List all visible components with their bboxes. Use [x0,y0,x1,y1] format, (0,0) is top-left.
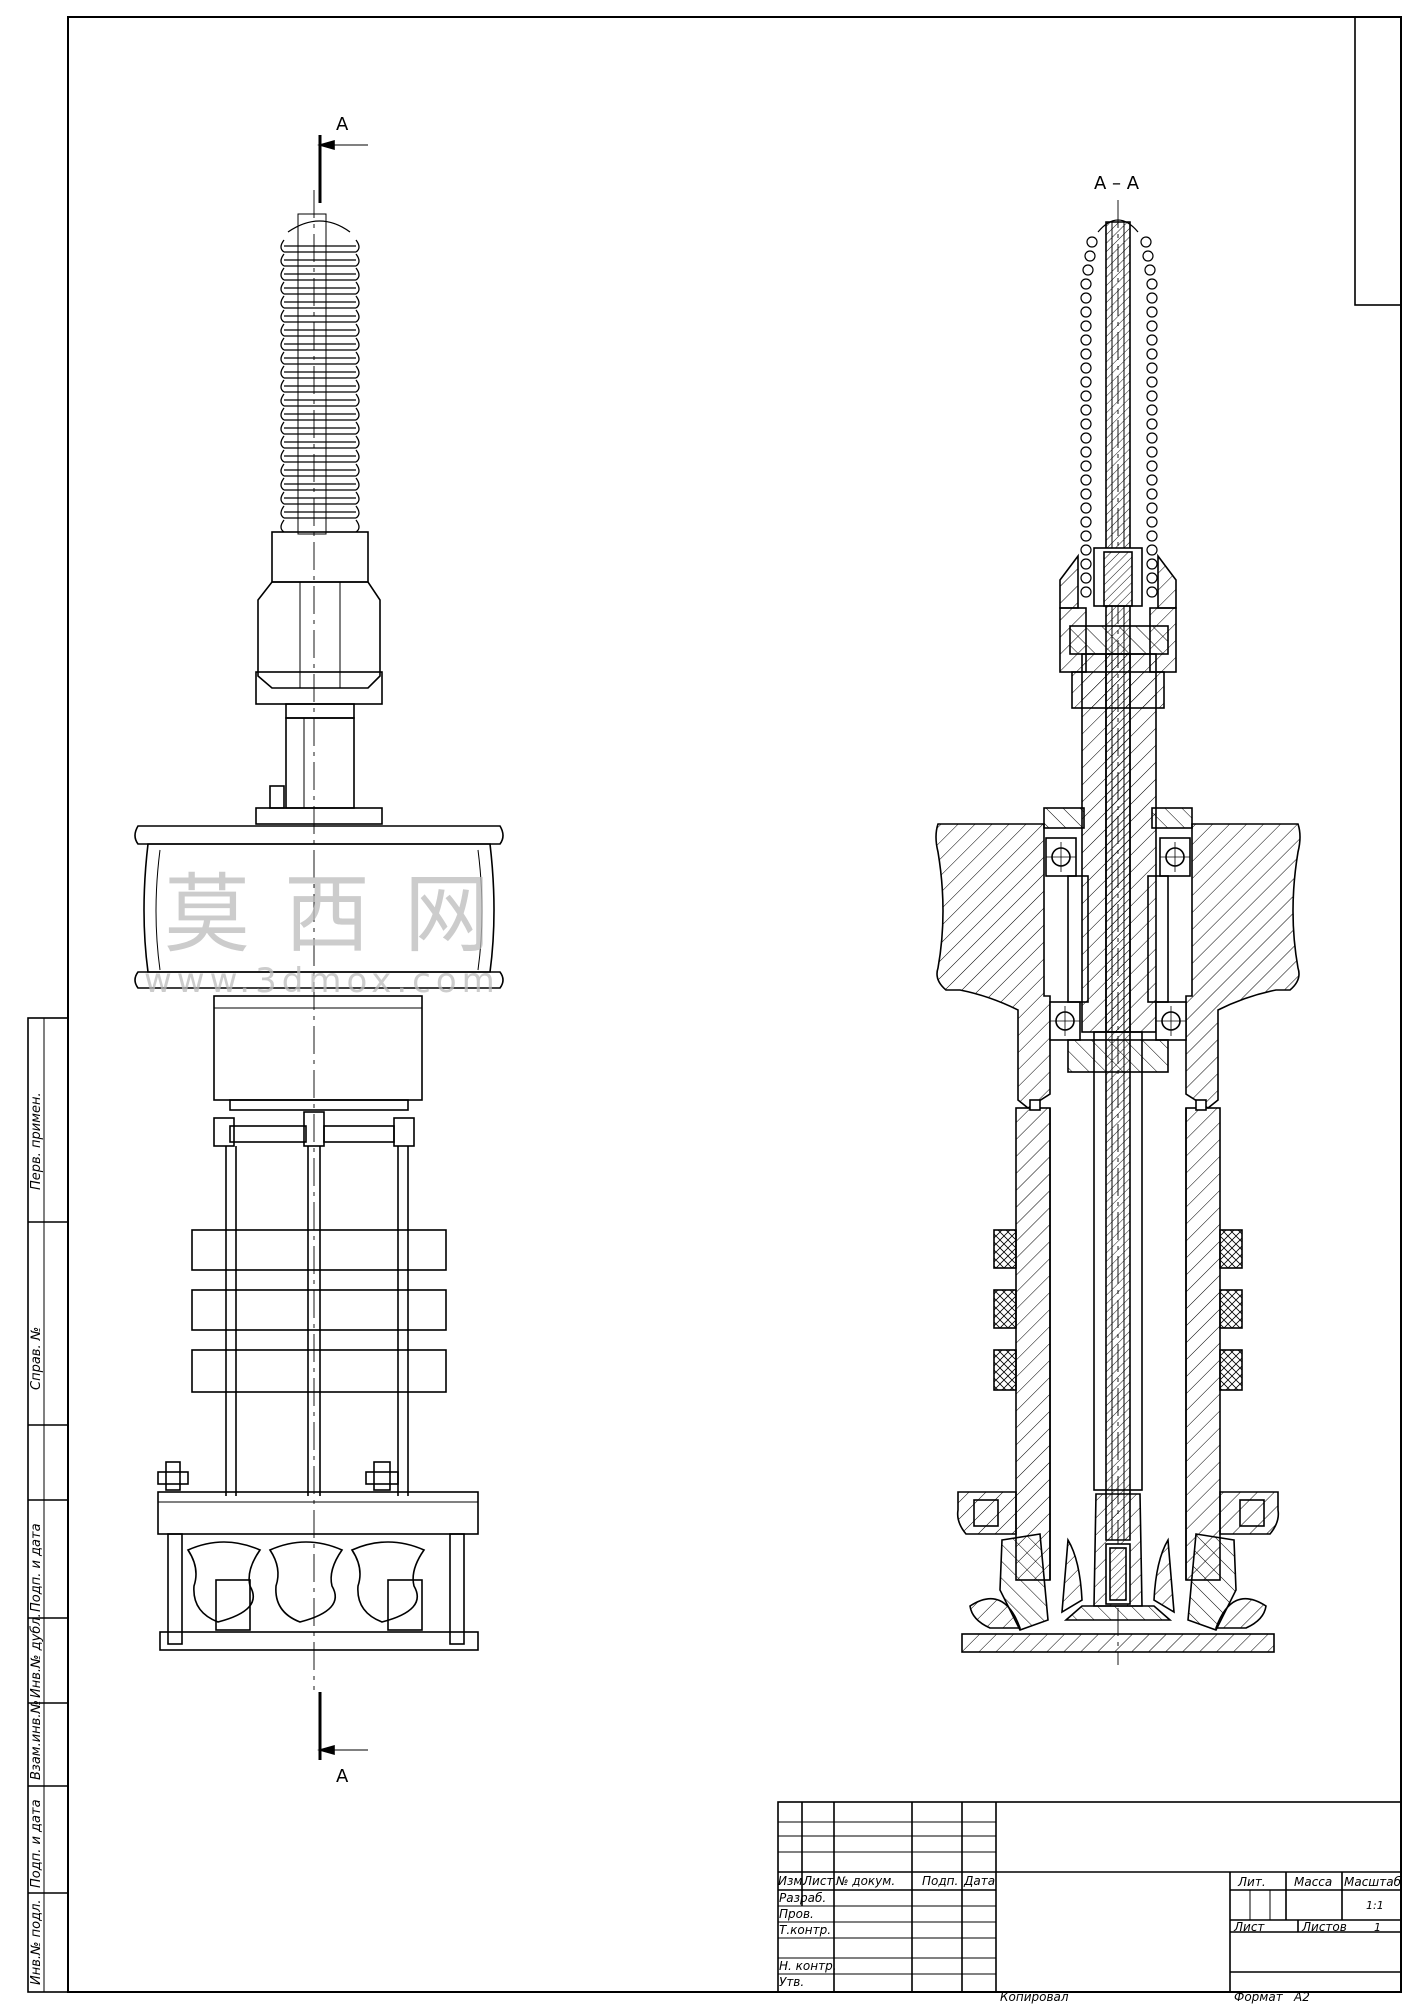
tb-row-razrab: Разраб. [779,1891,826,1905]
spring-coils-section [1080,219,1158,598]
bearing-lower-left [1049,1001,1081,1041]
tb-copied: Копировал [1000,1990,1069,2004]
side-stamp [27,1017,69,1993]
tb-col-data: Дата [963,1874,995,1888]
tb-col-podp: Подп. [922,1874,958,1888]
tb-col-no-dokum: № докум. [835,1874,895,1888]
section-mark-bottom: A [336,1766,349,1787]
tb-row-nkontr: Н. контр. [779,1959,837,1973]
bearing-upper-left [1045,837,1077,877]
stamp-sprav-no: Справ. № [29,1327,44,1390]
tb-row-prov: Пров. [779,1907,814,1921]
bearing-lower-right [1155,1001,1187,1041]
stamp-podp-data-2: Подп. и дата [29,1799,44,1888]
tb-sheets: Листов [1301,1920,1347,1934]
tb-format: Формат [1234,1990,1284,2004]
watermark-cjk: 莫西网 [164,865,524,965]
tb-row-tkontr: Т.контр. [779,1923,831,1937]
tb-sheets-value: 1 [1374,1921,1381,1934]
sheet-frame [67,16,1402,1993]
tb-mass: Масса [1294,1875,1332,1889]
stamp-podp-data-1: Подп. и дата [29,1523,44,1612]
section-title: A – A [1094,173,1140,194]
title-block [777,1801,1402,1993]
spring-coils-left [280,220,360,533]
bearing-upper-right [1159,837,1191,877]
tb-col-izm: Изм. [778,1874,806,1888]
tb-col-list: Лист [802,1874,834,1888]
section-mark-top: A [336,114,349,135]
tb-scale-value: 1:1 [1366,1899,1384,1912]
section-view [935,200,1301,1665]
tb-lit: Лит. [1237,1875,1266,1889]
tb-format-value: A2 [1293,1990,1310,2004]
front-view [134,135,504,1760]
watermark-url: www.3dmox.com [144,961,500,1001]
stamp-perv-primen: Перв. примен. [29,1092,44,1190]
stamp-vzam-inv: Взам.инв.№ [29,1700,44,1780]
tb-sheet: Лист [1233,1920,1265,1934]
stamp-inv-podl: Инв.№ подл. [29,1899,44,1985]
tb-scale: Масштаб [1344,1875,1402,1889]
tb-row-utv: Утв. [779,1975,804,1989]
stamp-inv-dubl: Инв.№ дубл. [29,1613,44,1698]
